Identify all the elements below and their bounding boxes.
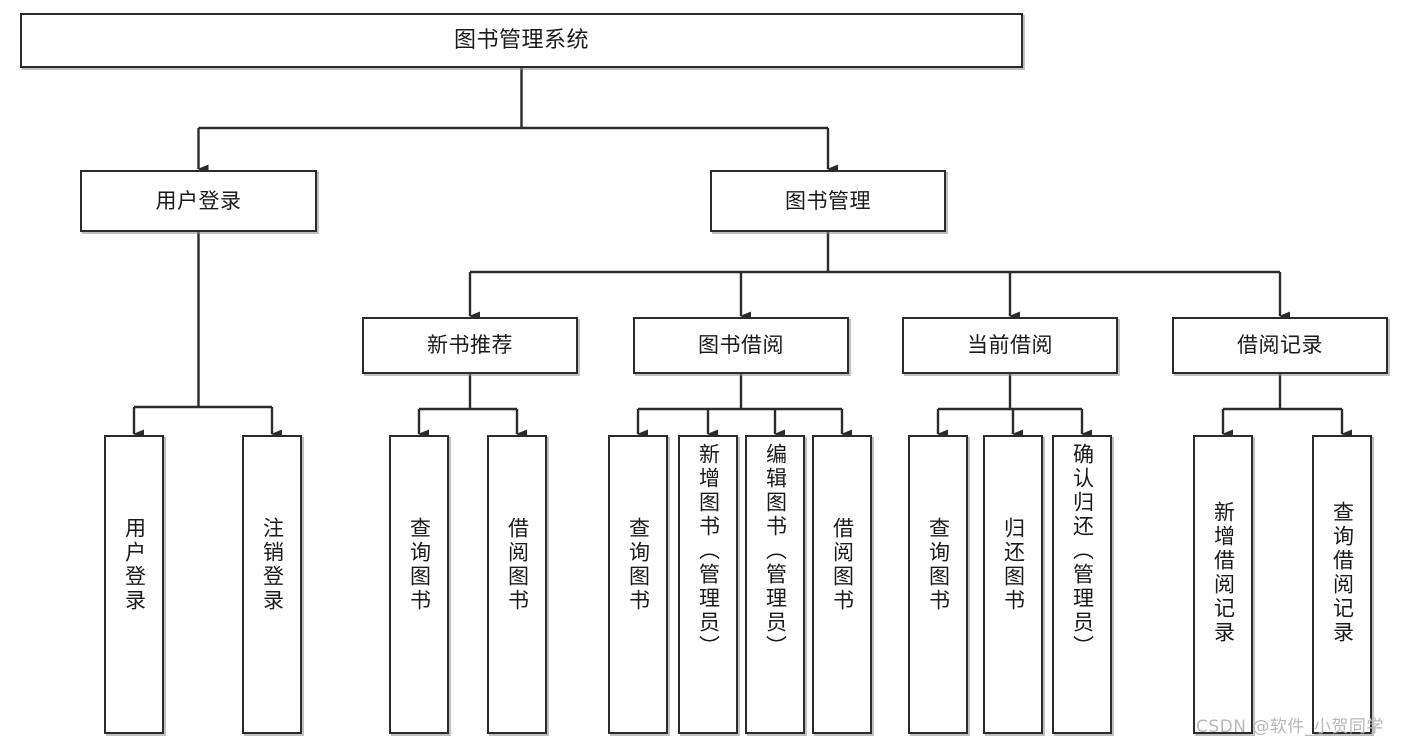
node-lf-bor-1[interactable]: 查询图书 [608,435,668,734]
node-label: 用户登录 [155,188,242,213]
node-label: 用户登录 [122,517,147,613]
node-l3-newbook[interactable]: 新书推荐 [362,317,578,374]
node-label: 新增借阅记录 [1211,501,1236,645]
node-lf-new-1[interactable]: 查询图书 [389,435,449,734]
node-lf-cur-2[interactable]: 归还图书 [983,435,1043,734]
node-label: 确认归还（管理员） [1070,443,1095,659]
node-lf-rec-1[interactable]: 新增借阅记录 [1193,435,1253,734]
node-label: 借阅图书 [505,517,530,613]
node-l3-record[interactable]: 借阅记录 [1172,317,1388,374]
node-lf-new-2[interactable]: 借阅图书 [487,435,547,734]
node-label: 图书管理 [785,188,871,213]
node-lf-cur-3[interactable]: 确认归还（管理员） [1052,435,1112,734]
node-lf-login-1[interactable]: 用户登录 [104,435,164,734]
node-l3-borrow[interactable]: 图书借阅 [633,317,849,374]
node-label: 归还图书 [1001,517,1026,613]
node-label: 编辑图书（管理员） [763,443,788,659]
node-lf-bor-2[interactable]: 新增图书（管理员） [678,435,738,734]
node-lf-rec-2[interactable]: 查询借阅记录 [1312,435,1372,734]
csdn-watermark: CSDN @软件_小贺同学 [1196,717,1384,737]
node-label: 当前借阅 [967,333,1053,358]
node-label: 图书管理系统 [453,27,589,53]
node-l2-book[interactable]: 图书管理 [710,170,946,232]
node-lf-login-2[interactable]: 注销登录 [242,435,302,734]
node-label: 借阅记录 [1237,333,1323,358]
node-label: 图书借阅 [698,333,784,358]
node-label: 新书推荐 [427,333,513,358]
node-label: 注销登录 [260,517,285,613]
node-label: 新增图书（管理员） [696,443,721,659]
node-label: 查询图书 [926,517,951,613]
node-lf-cur-1[interactable]: 查询图书 [908,435,968,734]
node-l2-login[interactable]: 用户登录 [80,170,317,232]
node-root[interactable]: 图书管理系统 [20,13,1023,68]
node-lf-bor-4[interactable]: 借阅图书 [812,435,872,734]
node-label: 查询图书 [626,517,651,613]
node-lf-bor-3[interactable]: 编辑图书（管理员） [745,435,805,734]
node-label: 查询借阅记录 [1330,501,1355,645]
node-label: 借阅图书 [830,517,855,613]
node-label: 查询图书 [407,517,432,613]
node-l3-current[interactable]: 当前借阅 [902,317,1118,374]
